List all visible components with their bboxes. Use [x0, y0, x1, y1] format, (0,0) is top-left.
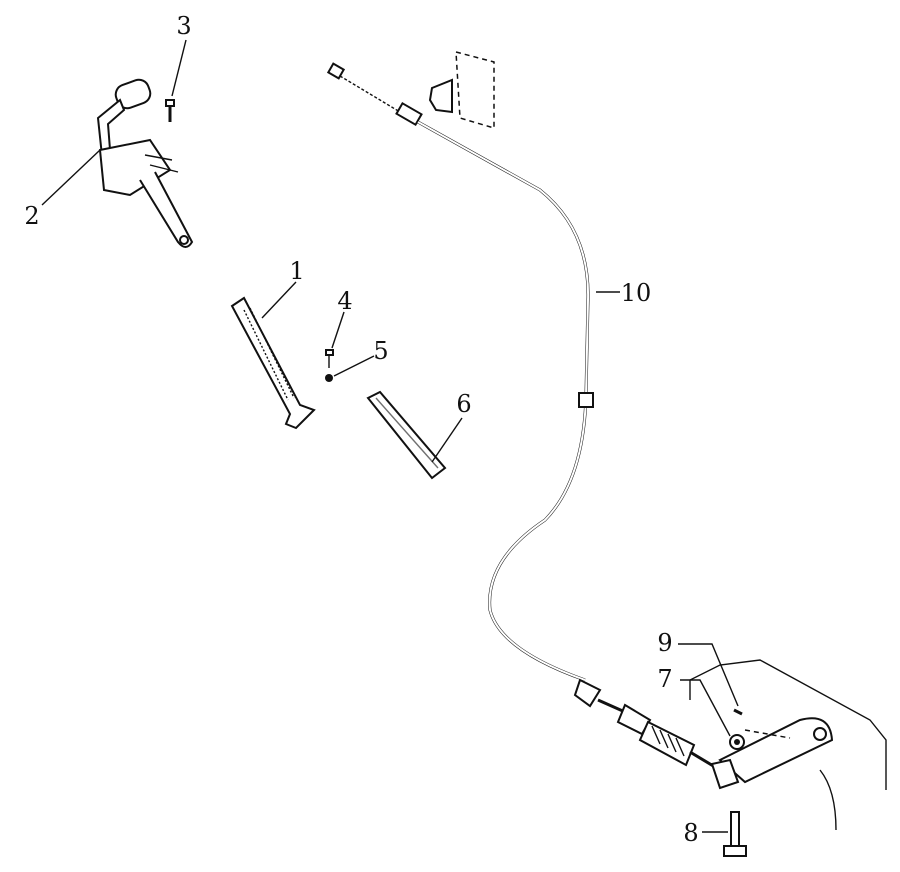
part-9-screw [733, 708, 743, 716]
callout-2: 2 [24, 202, 39, 230]
callout-3: 3 [176, 12, 191, 40]
part-3-screw [165, 99, 175, 122]
engine-lever-assembly [689, 659, 887, 831]
part-4-bolt [325, 349, 334, 368]
part-8-pin [723, 811, 747, 857]
leader-lines [41, 39, 739, 833]
part-2-lever-assembly [96, 78, 194, 248]
callout-1: 1 [289, 257, 304, 285]
callout-10: 10 [621, 279, 652, 307]
part-1-pedal-arm [230, 296, 316, 430]
callout-9: 9 [657, 629, 672, 657]
callout-6: 6 [456, 390, 471, 418]
part-6-pedal-pad [366, 390, 447, 480]
upper-bracket [428, 51, 495, 130]
callout-5: 5 [373, 337, 388, 365]
callout-7: 7 [657, 665, 672, 693]
part-5-nut [325, 374, 333, 382]
callout-4: 4 [337, 287, 352, 315]
callout-8: 8 [683, 819, 698, 847]
